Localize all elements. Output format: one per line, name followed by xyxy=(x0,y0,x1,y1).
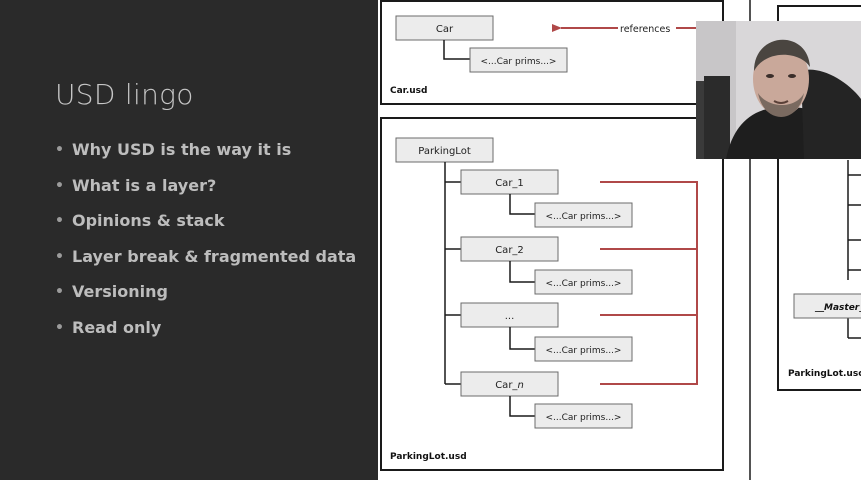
car-ellipsis-prims-box xyxy=(534,336,633,362)
bullet-item: What is a layer? xyxy=(55,175,356,211)
right-file-label: ParkingLot.usc xyxy=(788,369,861,379)
parkinglot-file-label: ParkingLot.usd xyxy=(390,452,467,462)
car-n-prims-box xyxy=(534,403,633,429)
master-box xyxy=(793,293,861,319)
car-1-box xyxy=(460,169,559,195)
car-2-label: Car_2 xyxy=(495,245,524,256)
car-root-box xyxy=(395,15,494,41)
car-1-prims-box xyxy=(534,202,633,228)
car-prims-box xyxy=(469,47,568,73)
car-file-label: Car.usd xyxy=(390,86,427,96)
slide-title: USD lingo xyxy=(55,78,194,111)
parkinglot-file-frame xyxy=(380,117,724,471)
bullet-item: Why USD is the way it is xyxy=(55,139,356,175)
presenter-video xyxy=(696,21,861,159)
car-root-label: Car xyxy=(436,24,454,35)
tree-connector xyxy=(509,327,535,350)
master-label: __Master_ xyxy=(814,303,861,313)
car-1-label: Car_1 xyxy=(495,178,524,189)
slide-text-panel: USD lingo Why USD is the way it is What … xyxy=(0,0,378,480)
car-n-box xyxy=(460,371,559,397)
car-2-prims-label: <...Car prims...> xyxy=(546,279,622,289)
tree-connector xyxy=(509,194,535,215)
tree-connector xyxy=(509,261,535,283)
car-1-prims-label: <...Car prims...> xyxy=(546,212,622,222)
car-n-prims-label: <...Car prims...> xyxy=(546,413,622,423)
car-n-label: Car_n xyxy=(495,380,524,391)
right-file-frame xyxy=(777,5,861,391)
car-2-prims-box xyxy=(534,269,633,295)
references-label: references xyxy=(620,24,670,35)
reference-lines xyxy=(600,181,698,385)
presenter-video-icon xyxy=(696,21,861,159)
bullet-item: Opinions & stack xyxy=(55,210,356,246)
car-ellipsis-label: ... xyxy=(505,311,515,322)
parkinglot-root-label: ParkingLot xyxy=(418,146,471,157)
bullet-item: Versioning xyxy=(55,281,356,317)
bullet-list: Why USD is the way it is What is a layer… xyxy=(55,139,356,353)
car-ellipsis-prims-label: <...Car prims...> xyxy=(546,346,622,356)
car-prims-label: <...Car prims...> xyxy=(481,57,557,67)
tree-connector xyxy=(509,396,535,417)
right-tree-ticks xyxy=(847,160,861,339)
bullet-item: Layer break & fragmented data xyxy=(55,246,356,282)
tree-connector xyxy=(443,40,470,60)
bullet-item: Read only xyxy=(55,317,356,353)
usd-layer-diagram: Car <...Car prims...> Car.usd references… xyxy=(380,0,861,480)
